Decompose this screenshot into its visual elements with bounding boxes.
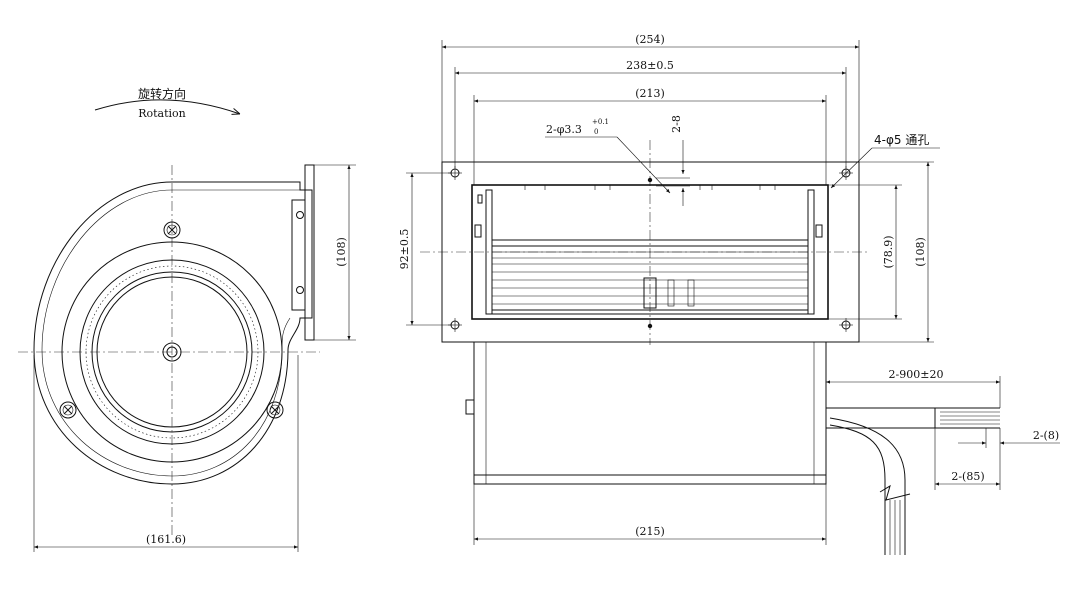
rotation-label-cn: 旋转方向 [138, 86, 186, 101]
mounting-hole-icon [839, 318, 853, 332]
body-width-dimension: (215) [635, 525, 665, 538]
impeller-ring [79, 259, 265, 445]
motor-circle-inner [96, 276, 248, 428]
hole-offset-dimension: 2-8 [670, 115, 683, 133]
impeller-outer-circle [61, 241, 283, 463]
impeller-blades-front [491, 239, 809, 315]
lead-wires [826, 407, 1000, 555]
side-screw-hole-icon [296, 286, 304, 294]
impeller-blades [85, 265, 259, 439]
strip-8-dimension: 2-(8) [1033, 429, 1059, 442]
motor-body [473, 341, 827, 485]
screw-top-icon [163, 221, 181, 239]
rotation-label-en: Rotation [138, 107, 186, 120]
side-bracket [291, 199, 306, 311]
rotation-arrow-icon [94, 99, 240, 114]
side-view: 旋转方向 Rotation [18, 86, 356, 552]
front-right-height-dimension: (108) [914, 237, 927, 267]
small-hole-tolerance-lower: 0 [594, 128, 598, 136]
shaft-icon [166, 346, 178, 358]
side-height-dimension: (108) [335, 237, 348, 267]
side-width-dimension: (161.6) [146, 533, 186, 546]
side-screw-hole-icon [296, 211, 304, 219]
outlet-opening [471, 184, 829, 320]
hole-spacing-dimension: 238±0.5 [626, 59, 674, 72]
overall-width-dimension: (254) [635, 33, 665, 46]
motor-circle-outer [91, 271, 253, 433]
front-view: (254) 238±0.5 (213) 2-φ3.3 +0.1 0 2-8 4-… [398, 33, 1060, 555]
through-holes-dimension: 4-φ5 通孔 [874, 133, 929, 147]
housing-width-dimension: (213) [635, 87, 665, 100]
lead-length-dimension: 2-900±20 [889, 368, 944, 381]
small-hole-dimension: 2-φ3.3 [546, 123, 582, 136]
screw-left-icon [59, 401, 77, 419]
strip-85-dimension: 2-(85) [951, 470, 984, 483]
screw-right-icon [266, 401, 284, 419]
scroll-housing [33, 181, 313, 485]
small-hole-tolerance-upper: +0.1 [592, 118, 609, 126]
front-left-height-dimension: 92±0.5 [398, 229, 411, 270]
side-mounting-flange [304, 164, 315, 341]
rotation-indicator: 旋转方向 Rotation [94, 86, 240, 120]
hub-circle [162, 342, 182, 362]
front-inner-height-dimension: (78.9) [882, 235, 895, 268]
